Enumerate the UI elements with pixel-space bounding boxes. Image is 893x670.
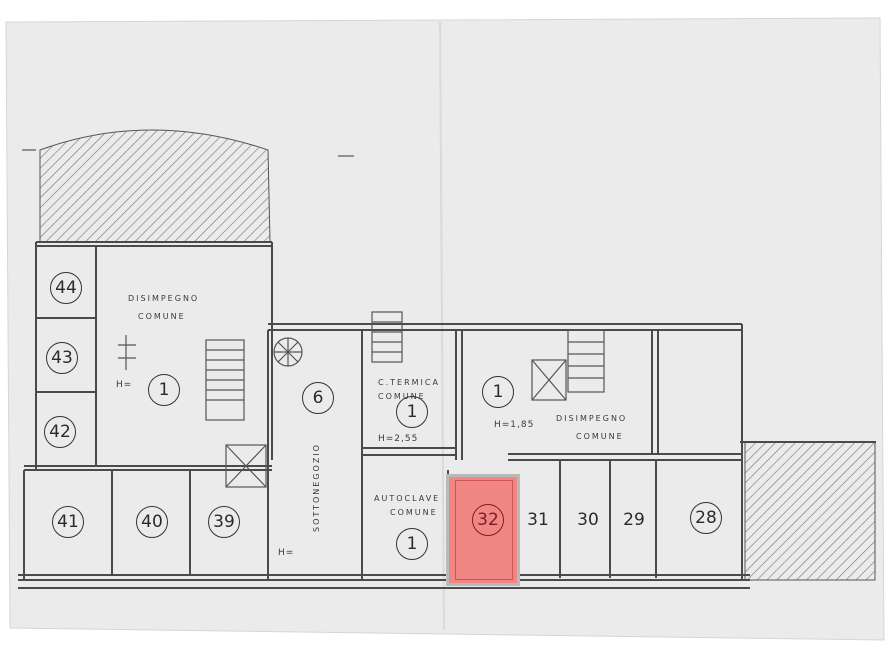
- unit-1-disimpegno-right[interactable]: 1: [482, 376, 514, 408]
- unit-1-c-termica[interactable]: 1: [396, 396, 428, 428]
- label-disimpegno-left: DISIMPEGNO: [128, 294, 200, 303]
- unit-40[interactable]: 40: [136, 506, 168, 538]
- unit-39[interactable]: 39: [208, 506, 240, 538]
- unit-44[interactable]: 44: [50, 272, 82, 304]
- hatched-area-right: [744, 441, 876, 581]
- label-comune-left: COMUNE: [138, 312, 186, 321]
- label-disimpegno-right: DISIMPEGNO: [556, 414, 628, 423]
- unit-31[interactable]: 31: [527, 510, 549, 530]
- label-comune-ct: COMUNE: [378, 392, 426, 401]
- label-c-termica: C.TERMICA: [378, 378, 440, 387]
- highlighted-unit-32-border: [455, 480, 513, 580]
- label-h-left: H=: [116, 380, 133, 390]
- label-h-255: H=2,55: [378, 434, 419, 444]
- unit-6[interactable]: 6: [302, 382, 334, 414]
- unit-42[interactable]: 42: [44, 416, 76, 448]
- label-comune-right: COMUNE: [576, 432, 624, 441]
- unit-1-autoclave[interactable]: 1: [396, 528, 428, 560]
- highlighted-unit-32[interactable]: [446, 474, 520, 586]
- unit-43[interactable]: 43: [46, 342, 78, 374]
- label-comune-autoclave: COMUNE: [390, 508, 438, 517]
- unit-30[interactable]: 30: [577, 510, 599, 530]
- paper-fold: [439, 21, 445, 631]
- unit-32[interactable]: 32: [472, 504, 504, 536]
- unit-41[interactable]: 41: [52, 506, 84, 538]
- label-sottonegozio: SOTTONEGOZIO: [312, 443, 321, 532]
- unit-29[interactable]: 29: [623, 510, 645, 530]
- label-h-bottom: H=: [278, 548, 295, 558]
- hatched-courtyard: [39, 129, 271, 243]
- label-autoclave: AUTOCLAVE: [374, 494, 441, 503]
- label-h-185: H=1,85: [494, 420, 535, 430]
- unit-1-disimpegno-left[interactable]: 1: [148, 374, 180, 406]
- unit-28[interactable]: 28: [690, 502, 722, 534]
